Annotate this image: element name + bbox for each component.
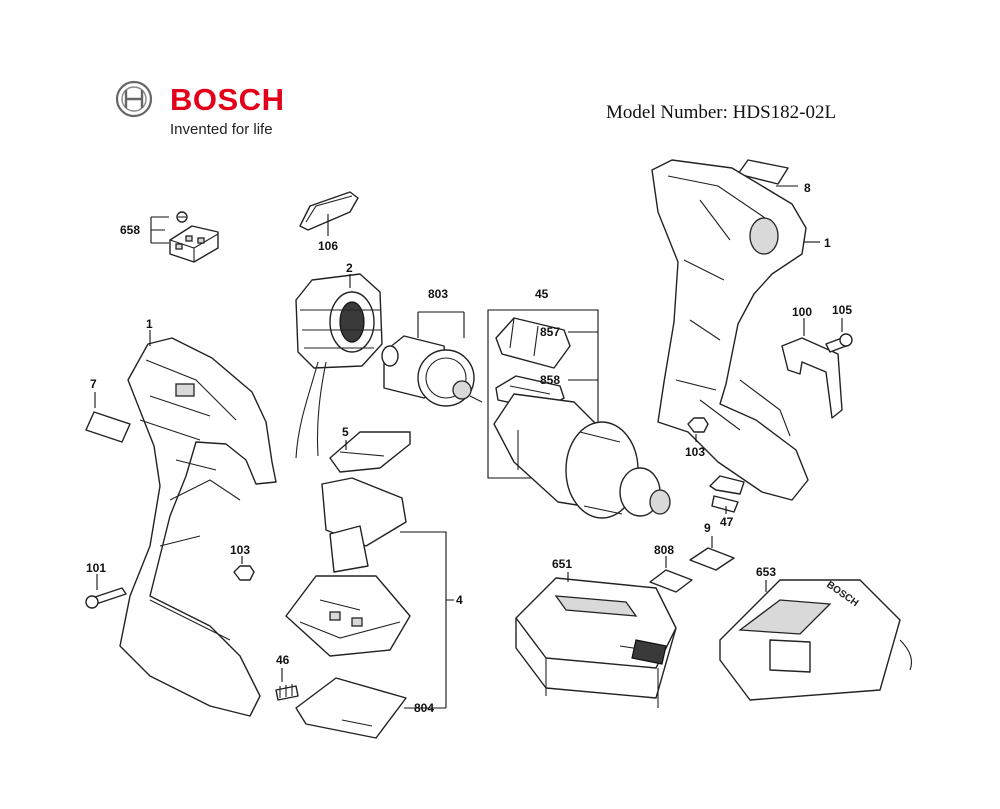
callout-857: 857 — [540, 325, 560, 339]
part-804-plate — [295, 677, 407, 739]
part-857-gear-cover — [495, 317, 571, 369]
callout-4: 4 — [456, 593, 463, 607]
callout-651: 651 — [552, 557, 572, 571]
callout-803: 803 — [428, 287, 448, 301]
part-653-charger: BOSCH — [719, 579, 913, 701]
callout-101: 101 — [86, 561, 106, 575]
callout-2: 2 — [346, 261, 353, 275]
callout-808: 808 — [654, 543, 674, 557]
callout-1-right: 1 — [824, 236, 831, 250]
part-5-switch-cover — [329, 431, 411, 473]
callout-103-left: 103 — [230, 543, 250, 557]
callout-105: 105 — [832, 303, 852, 317]
part-2-stator — [295, 273, 383, 459]
part-103-nut-left — [233, 565, 255, 581]
part-106-cover-plate — [299, 191, 359, 231]
part-101-screw — [85, 587, 127, 609]
part-46-spring — [275, 684, 299, 701]
callout-46: 46 — [276, 653, 290, 667]
part-7-label — [85, 411, 131, 443]
part-105-screw — [825, 333, 853, 353]
part-1-housing-right — [651, 159, 809, 501]
callout-103-right: 103 — [685, 445, 705, 459]
bosch-logo: BOSCH Invented for life — [115, 80, 284, 138]
callout-47: 47 — [720, 515, 734, 529]
part-1-housing-left — [119, 337, 277, 717]
part-8-label — [737, 159, 789, 185]
brand-name: BOSCH — [170, 82, 284, 117]
part-658-switch-block — [169, 211, 219, 263]
callout-658: 658 — [120, 223, 140, 237]
brand-tagline: Invented for life — [170, 121, 273, 138]
part-9-label — [689, 547, 735, 571]
part-803-armature — [381, 335, 483, 407]
callout-9: 9 — [704, 521, 711, 535]
part-47-clip — [709, 475, 745, 513]
callout-653: 653 — [756, 565, 776, 579]
part-651-battery — [515, 577, 677, 708]
part-808-label — [649, 569, 693, 593]
callout-858: 858 — [540, 373, 560, 387]
part-100-belt-clip — [781, 337, 843, 419]
callout-106: 106 — [318, 239, 338, 253]
callout-804: 804 — [414, 701, 434, 715]
part-103-nut-right — [687, 417, 709, 433]
callout-7: 7 — [90, 377, 97, 391]
callout-45: 45 — [535, 287, 549, 301]
model-number: Model Number: HDS182-02L — [606, 102, 836, 123]
callout-5: 5 — [342, 425, 349, 439]
part-4-switch — [285, 477, 411, 657]
callout-100: 100 — [792, 305, 812, 319]
callout-1-left: 1 — [146, 317, 153, 331]
callout-8: 8 — [804, 181, 811, 195]
part-45-chuck-assembly — [493, 393, 671, 519]
